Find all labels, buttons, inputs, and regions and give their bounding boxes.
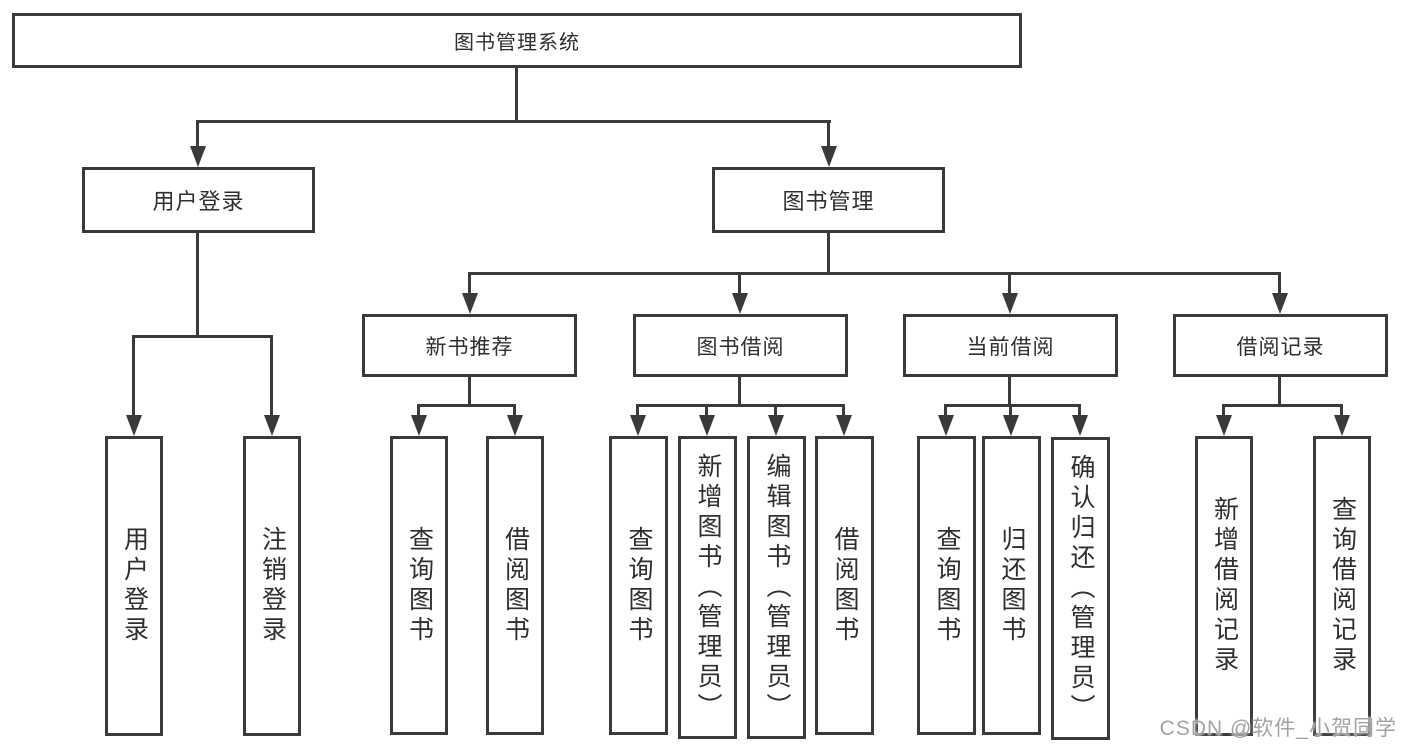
leaf-label: 用户登录: [120, 526, 149, 646]
connector-drop-records-query: [1340, 404, 1343, 416]
node-label: 借阅记录: [1236, 335, 1325, 359]
leaf-label: 新增借阅记录: [1210, 496, 1239, 676]
leaf-borrow-edit-book-admin: 编辑图书（管理员）: [747, 436, 806, 739]
connector-drop-current-confirm: [1078, 404, 1081, 416]
arrow-to-book-mgmt: [821, 146, 837, 167]
leaf-label: 查询借阅记录: [1328, 496, 1357, 676]
arrow-to-current-confirm: [1072, 415, 1088, 436]
connector-drop-new-book: [468, 272, 471, 293]
leaf-label: 借阅图书: [501, 525, 530, 646]
connector-book-mgmt-bar: [468, 272, 1281, 275]
arrow-to-borrow-edit: [768, 415, 784, 436]
connector-drop-newrec-borrow: [513, 404, 516, 416]
node-label: 图书借阅: [696, 335, 785, 359]
node-book-borrowing: 图书借阅: [633, 314, 848, 377]
node-root-library-system: 图书管理系统: [12, 13, 1022, 68]
node-book-management: 图书管理: [712, 167, 945, 233]
connector-drop-borrow-borrow: [842, 404, 845, 416]
connector-newrec-bar: [417, 404, 516, 407]
leaf-current-query-book: 查询图书: [917, 436, 976, 735]
connector-borrow-stem: [738, 377, 741, 407]
connector-drop-book-mgmt: [827, 120, 830, 148]
node-label: 当前借阅: [966, 335, 1055, 359]
connector-newrec-stem: [468, 377, 471, 407]
node-label: 用户登录: [152, 189, 245, 214]
connector-root-bar: [196, 120, 831, 123]
leaf-label: 查询图书: [405, 525, 434, 646]
arrow-to-leaf-logout: [264, 415, 280, 436]
node-label: 图书管理: [782, 189, 875, 214]
connector-borrow-bar: [636, 404, 845, 407]
node-user-login: 用户登录: [82, 167, 315, 233]
arrow-to-records-query: [1334, 415, 1350, 436]
node-label: 图书管理系统: [454, 32, 580, 54]
connector-drop-leaf-logout: [270, 335, 273, 416]
connector-root-stem: [515, 68, 518, 120]
leaf-logout: 注销登录: [243, 436, 301, 736]
leaf-user-login: 用户登录: [105, 436, 163, 736]
leaf-newrec-borrow-book: 借阅图书: [486, 436, 544, 735]
leaf-label: 查询图书: [933, 525, 961, 646]
leaf-borrow-borrow-book: 借阅图书: [815, 436, 874, 735]
connector-drop-borrow-edit: [774, 404, 777, 416]
connector-user-login-stem: [196, 233, 199, 338]
arrow-to-book-borrow: [732, 293, 748, 314]
node-current-borrowing: 当前借阅: [903, 314, 1118, 377]
connector-user-login-bar: [132, 335, 273, 338]
leaf-label: 新增图书（管理员）: [694, 452, 722, 723]
leaf-records-query-record: 查询借阅记录: [1313, 436, 1371, 736]
connector-records-bar: [1222, 404, 1343, 407]
leaf-borrow-query-book: 查询图书: [609, 436, 668, 735]
connector-current-bar: [944, 404, 1081, 407]
arrow-to-newrec-borrow: [507, 415, 523, 436]
leaf-current-return-book: 归还图书: [982, 436, 1041, 735]
connector-drop-user-login: [196, 120, 199, 148]
arrow-to-current-query: [938, 415, 954, 436]
leaf-label: 注销登录: [258, 526, 287, 646]
leaf-newrec-query-book: 查询图书: [390, 436, 448, 735]
arrow-to-borrow-add: [699, 415, 715, 436]
arrow-to-records-add: [1216, 415, 1232, 436]
connector-drop-records-add: [1222, 404, 1225, 416]
arrow-to-borrow-borrow: [836, 415, 852, 436]
arrow-to-borrow-records: [1272, 293, 1288, 314]
arrow-to-leaf-user-login: [126, 415, 142, 436]
arrow-to-user-login: [190, 146, 206, 167]
arrow-to-borrow-query: [630, 415, 646, 436]
connector-drop-newrec-query: [417, 404, 420, 416]
leaf-label: 确认归还（管理员）: [1067, 453, 1095, 724]
arrow-to-new-book: [462, 293, 478, 314]
connector-drop-borrow-add: [705, 404, 708, 416]
arrow-to-current-return: [1003, 415, 1019, 436]
connector-drop-leaf-user-login: [132, 335, 135, 416]
arrow-to-newrec-query: [411, 415, 427, 436]
node-new-book-recommend: 新书推荐: [362, 314, 577, 377]
leaf-records-add-record: 新增借阅记录: [1195, 436, 1253, 736]
leaf-label: 查询图书: [625, 525, 653, 646]
leaf-borrow-add-book-admin: 新增图书（管理员）: [678, 436, 737, 739]
connector-current-stem: [1008, 377, 1011, 407]
connector-book-mgmt-stem: [827, 233, 830, 275]
connector-drop-current-return: [1009, 404, 1012, 416]
connector-drop-book-borrow: [738, 272, 741, 293]
arrow-to-current-borrow: [1002, 293, 1018, 314]
node-label: 新书推荐: [425, 335, 514, 359]
connector-drop-current-query: [944, 404, 947, 416]
leaf-label: 编辑图书（管理员）: [763, 452, 791, 723]
leaf-label: 借阅图书: [831, 525, 859, 646]
node-borrowing-records: 借阅记录: [1173, 314, 1388, 377]
leaf-label: 归还图书: [998, 525, 1026, 646]
connector-records-stem: [1278, 377, 1281, 407]
connector-drop-borrow-query: [636, 404, 639, 416]
connector-drop-borrow-records: [1278, 272, 1281, 293]
leaf-current-confirm-return-admin: 确认归还（管理员）: [1051, 437, 1110, 740]
connector-drop-current-borrow: [1008, 272, 1011, 293]
